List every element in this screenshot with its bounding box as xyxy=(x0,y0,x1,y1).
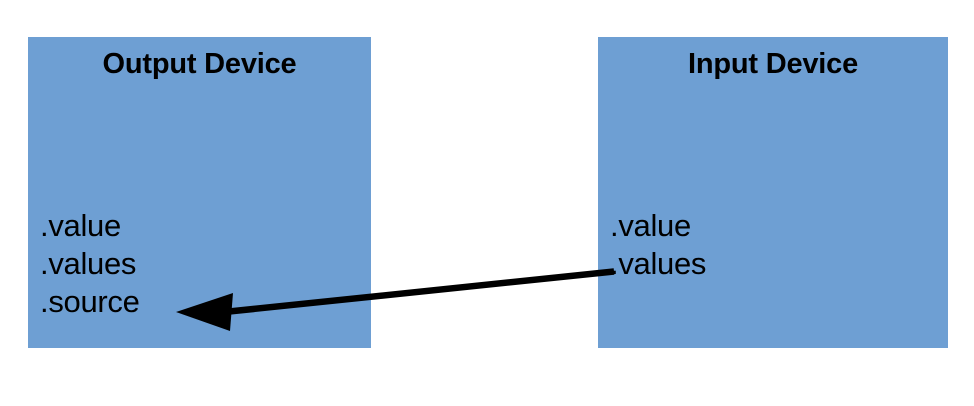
output-device-property-values: .values xyxy=(40,246,137,281)
output-device-property-value: .value xyxy=(40,208,121,243)
input-device-property-list: .value .values xyxy=(610,207,706,283)
input-device-property-values: .values xyxy=(610,246,707,281)
input-device-property-value: .value xyxy=(610,208,691,243)
output-device-property-source: .source xyxy=(40,284,140,319)
input-device-title: Input Device xyxy=(687,48,859,80)
output-device-box[interactable]: Output Device .value .values .source xyxy=(28,37,371,348)
input-device-box[interactable]: Input Device .value .values xyxy=(598,37,948,348)
output-device-title: Output Device xyxy=(102,48,297,80)
output-device-property-list: .value .values .source xyxy=(40,207,140,321)
